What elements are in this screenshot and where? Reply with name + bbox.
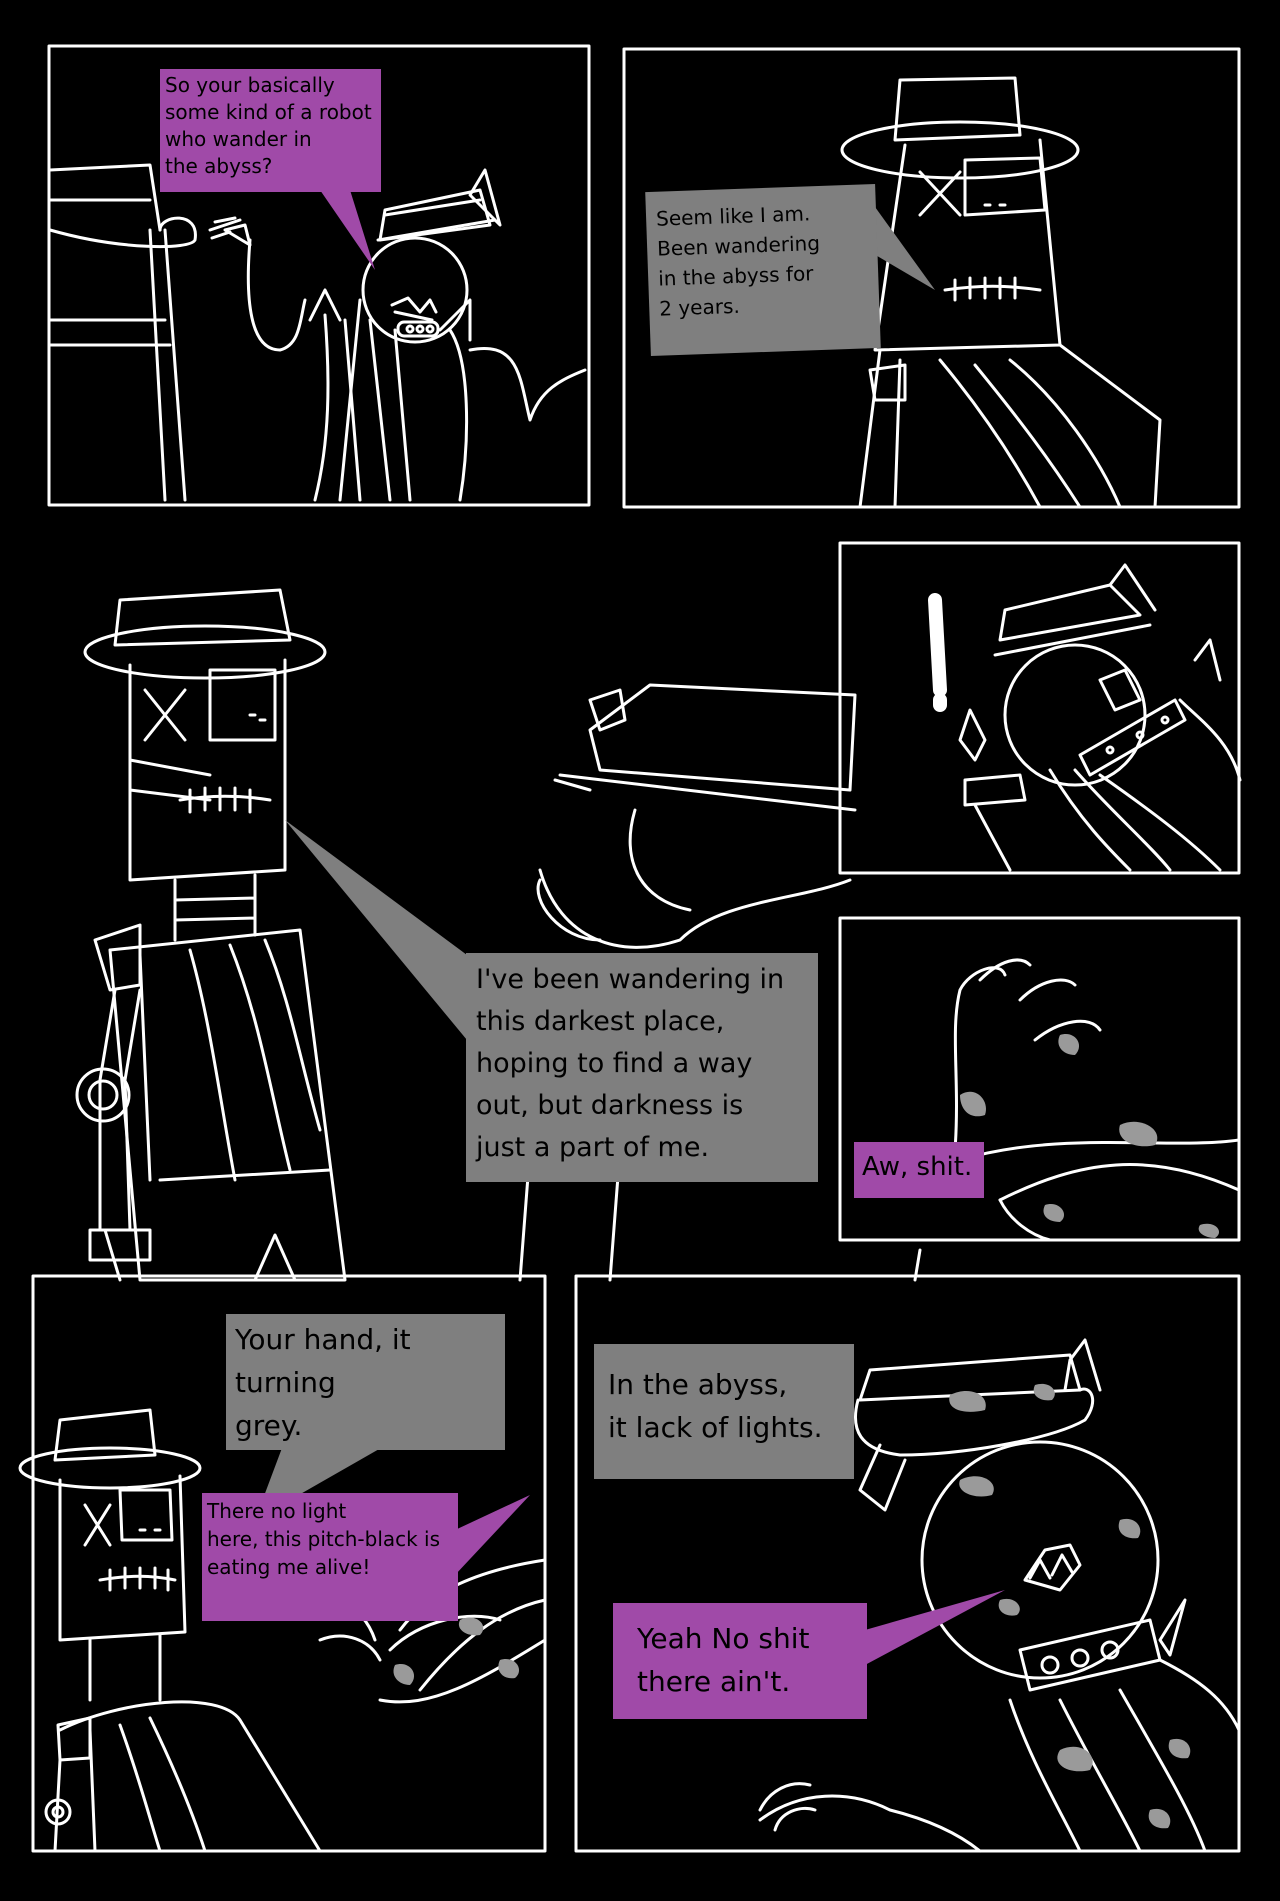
speech-bubble-aw-shit: Aw, shit. (854, 1142, 984, 1198)
tail-panel-7-purple (865, 1590, 1005, 1665)
panel-3-spiked-hat-silhouette (518, 683, 922, 1282)
speech-bubble-robot-question: So your basically some kind of a robot w… (160, 69, 381, 192)
panel-7-frame (574, 1274, 1241, 1853)
speech-bubble-no-light-here: There no light here, this pitch-black is… (202, 1493, 458, 1621)
tail-panel-6-purple (455, 1495, 530, 1575)
speech-bubble-no-shit: Yeah No shit there ain't. (613, 1603, 867, 1719)
panel-1-frame (47, 44, 591, 507)
panel-3-robot-wanderer (75, 588, 347, 1282)
panel-4-frame (838, 541, 1241, 875)
panel-5-stains (960, 1034, 1220, 1238)
panel-7-stains (949, 1383, 1191, 1829)
panel-1-spiked-hat-character (208, 168, 587, 502)
speech-bubble-lack-of-lights: In the abyss, it lack of lights. (594, 1344, 854, 1479)
speech-bubble-darkest-place: I've been wandering in this darkest plac… (466, 953, 818, 1182)
panel-2-frame (622, 47, 1241, 509)
speech-bubble-hand-turning-grey: Your hand, it turning grey. (226, 1314, 505, 1450)
panel-5-grey-stained-hand (953, 958, 1241, 1242)
panel-5-frame (838, 916, 1241, 1242)
panel-6-stains (393, 1617, 520, 1685)
panel-1-robot-silhouette (48, 163, 197, 502)
panel-4-spiked-hat-character (928, 563, 1242, 872)
exclamation-mark: ! (910, 582, 960, 692)
panel-6-robot-wanderer (18, 1408, 322, 1853)
speech-bubble-wandering-years: Seem like I am. Been wandering in the ab… (645, 184, 881, 356)
tail-panel-3 (285, 820, 467, 1040)
panel-6-frame (31, 1274, 547, 1853)
panel-2-robot-wanderer (840, 76, 1162, 509)
panel-7-spiked-hat-character (758, 1338, 1241, 1853)
bubble-tails (255, 190, 1005, 1665)
tail-panel-1 (320, 190, 375, 270)
